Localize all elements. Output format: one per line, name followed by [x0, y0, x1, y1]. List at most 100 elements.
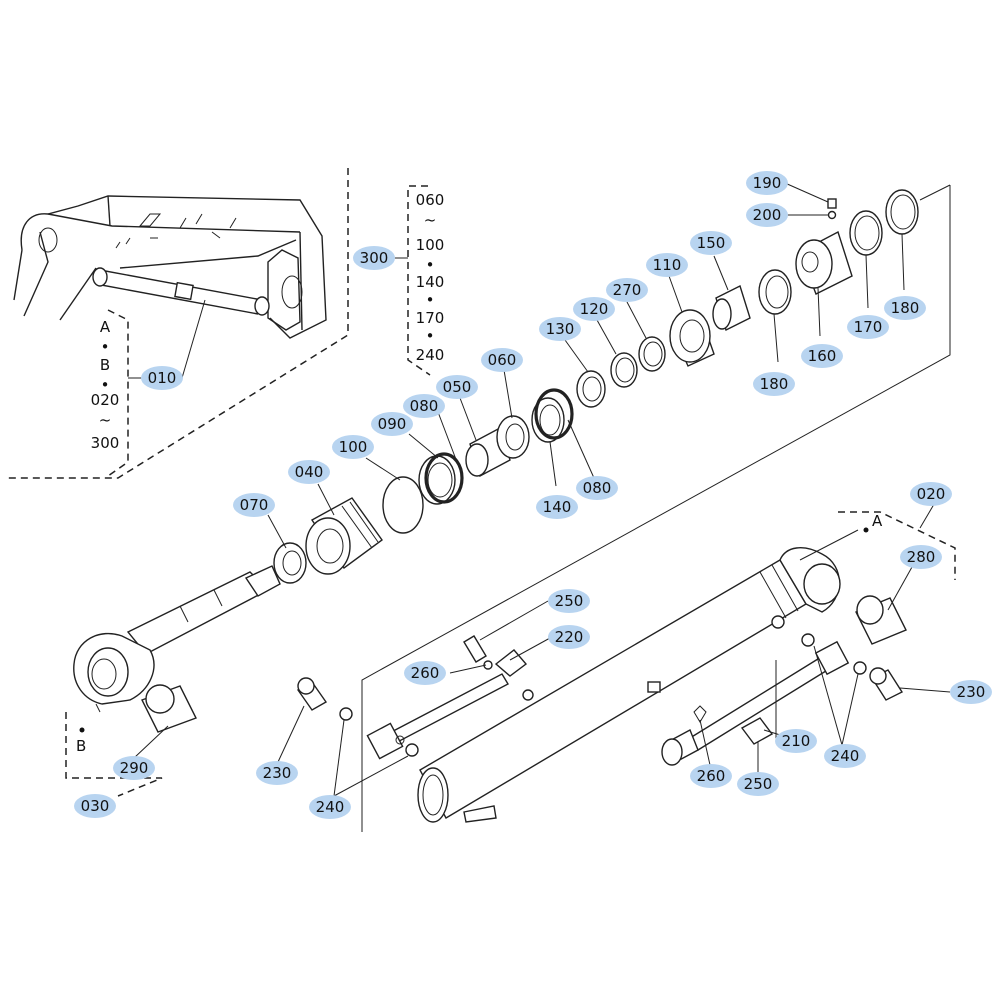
callout-number: 080 — [410, 397, 439, 415]
set-list-300-item: 240 — [416, 346, 445, 364]
callout-110[interactable]: 110 — [646, 253, 688, 277]
callout-number: 230 — [263, 764, 292, 782]
callout-300[interactable]: 300 — [353, 246, 395, 270]
callout-number: 110 — [653, 256, 682, 274]
callout-number: 030 — [81, 797, 110, 815]
callout-number: 260 — [697, 767, 726, 785]
callout-number: 270 — [613, 281, 642, 299]
callout-number: 120 — [580, 300, 609, 318]
callout-number: 260 — [411, 664, 440, 682]
set-list-010-item: 300 — [91, 434, 120, 452]
callout-number: 090 — [378, 415, 407, 433]
callout-150[interactable]: 150 — [690, 231, 732, 255]
callout-230-left[interactable]: 230 — [256, 761, 298, 785]
bullet-mark: • — [426, 256, 435, 274]
callout-number: 040 — [295, 463, 324, 481]
callout-number: 070 — [240, 496, 269, 514]
cylinder-tube-assembly — [417, 547, 907, 823]
callout-number: 240 — [316, 798, 345, 816]
callout-number: 290 — [120, 759, 149, 777]
callout-160[interactable]: 160 — [801, 344, 843, 368]
seal-kit-boundary — [361, 185, 951, 832]
callout-number: 250 — [744, 775, 773, 793]
callout-080-lower[interactable]: 080 — [576, 476, 618, 500]
callout-130[interactable]: 130 — [539, 317, 581, 341]
callout-number: 180 — [760, 375, 789, 393]
callout-number: 240 — [831, 747, 860, 765]
reference-mark-a: A — [872, 512, 883, 530]
callout-180-upper[interactable]: 180 — [884, 296, 926, 320]
set-list-300-item: 140 — [416, 273, 445, 291]
callout-number: 170 — [854, 318, 883, 336]
callout-number: 220 — [555, 628, 584, 646]
callout-100[interactable]: 100 — [332, 435, 374, 459]
set-list-300-item: 170 — [416, 309, 445, 327]
bullet-mark: • — [101, 376, 110, 394]
callout-290[interactable]: 290 — [113, 756, 155, 780]
callout-number: 200 — [753, 206, 782, 224]
assembly-020-bracket — [838, 511, 956, 580]
bullet-mark: • — [426, 327, 435, 345]
callout-090[interactable]: 090 — [371, 412, 413, 436]
callout-number: 160 — [808, 347, 837, 365]
callout-200[interactable]: 200 — [746, 203, 788, 227]
callout-080-upper[interactable]: 080 — [403, 394, 445, 418]
callout-140[interactable]: 140 — [536, 495, 578, 519]
callout-270[interactable]: 270 — [606, 278, 648, 302]
callout-240-left[interactable]: 240 — [309, 795, 351, 819]
callout-020[interactable]: 020 — [910, 482, 952, 506]
piston-rod-assembly — [73, 189, 919, 733]
callout-210[interactable]: 210 — [775, 729, 817, 753]
callout-number: 180 — [891, 299, 920, 317]
callout-280[interactable]: 280 — [900, 545, 942, 569]
callout-number: 210 — [782, 732, 811, 750]
machine-arm-inset — [8, 168, 349, 479]
callout-number: 010 — [148, 369, 177, 387]
set-list-300: 060 ~ 100 • 140 • 170 • 240 — [396, 185, 445, 376]
reference-mark-b: B — [76, 737, 86, 755]
callout-060[interactable]: 060 — [481, 348, 523, 372]
piping-assembly — [296, 633, 904, 766]
assembly-030-bracket — [65, 712, 163, 797]
callout-number: 250 — [555, 592, 584, 610]
callout-260-left[interactable]: 260 — [404, 661, 446, 685]
callout-number: 050 — [443, 378, 472, 396]
set-list-010-item: 020 — [91, 391, 120, 409]
callout-070[interactable]: 070 — [233, 493, 275, 517]
callout-number: 020 — [917, 485, 946, 503]
callout-number: 060 — [488, 351, 517, 369]
callout-190[interactable]: 190 — [746, 171, 788, 195]
callout-030[interactable]: 030 — [74, 794, 116, 818]
callout-number: 080 — [583, 479, 612, 497]
callout-250-top[interactable]: 250 — [548, 589, 590, 613]
reference-a-dot — [863, 527, 869, 533]
set-list-010: A • B • 020 ~ 300 — [91, 309, 150, 477]
range-mark: ~ — [424, 211, 437, 229]
range-mark: ~ — [99, 411, 112, 429]
callout-240-right[interactable]: 240 — [824, 744, 866, 768]
callout-number: 150 — [697, 234, 726, 252]
callout-number: 130 — [546, 320, 575, 338]
callout-number: 230 — [957, 683, 986, 701]
callout-number: 280 — [907, 548, 936, 566]
callout-170[interactable]: 170 — [847, 315, 889, 339]
callout-250-bottom[interactable]: 250 — [737, 772, 779, 796]
callout-180-lower[interactable]: 180 — [753, 372, 795, 396]
callout-010[interactable]: 010 — [141, 366, 183, 390]
set-list-010-item: A — [100, 318, 111, 336]
callout-labels: 010 300 070 040 100 090 080 050 060 140 … — [74, 171, 992, 819]
callout-number: 140 — [543, 498, 572, 516]
callout-260-right[interactable]: 260 — [690, 764, 732, 788]
callout-220[interactable]: 220 — [548, 625, 590, 649]
callout-050[interactable]: 050 — [436, 375, 478, 399]
set-list-300-item: 100 — [416, 236, 445, 254]
callout-number: 100 — [339, 438, 368, 456]
callout-230-right[interactable]: 230 — [950, 680, 992, 704]
callout-120[interactable]: 120 — [573, 297, 615, 321]
set-list-300-item: 060 — [416, 191, 445, 209]
set-list-010-item: B — [100, 356, 110, 374]
reference-b-dot — [79, 727, 85, 733]
callout-number: 190 — [753, 174, 782, 192]
callout-040[interactable]: 040 — [288, 460, 330, 484]
